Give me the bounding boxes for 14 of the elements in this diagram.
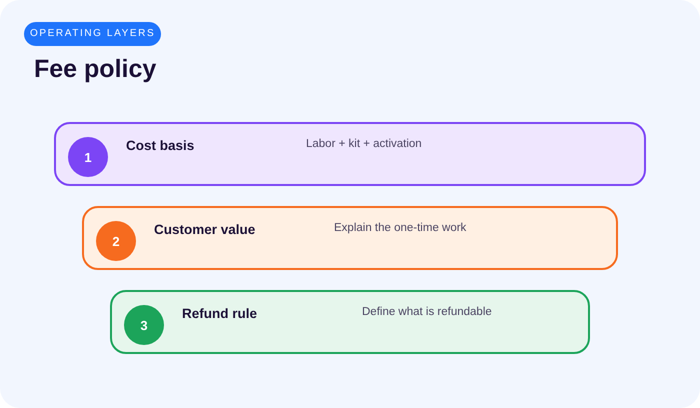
layer-band [82,206,618,270]
step-number-circle: 3 [124,305,164,345]
layer-description: Define what is refundable [362,306,492,318]
section-tag: OPERATING LAYERS [24,22,162,46]
step-number-circle: 2 [96,221,136,261]
layer-band [54,122,646,186]
layer-title: Cost basis [126,138,194,153]
layer-description: Labor + kit + activation [306,138,422,150]
layer-band [110,290,590,354]
diagram-title: Fee policy [34,54,156,84]
layer-title: Customer value [154,222,256,237]
layer-title: Refund rule [182,306,258,321]
layer-description: Explain the one-time work [334,222,466,234]
step-number-circle: 1 [68,137,108,177]
